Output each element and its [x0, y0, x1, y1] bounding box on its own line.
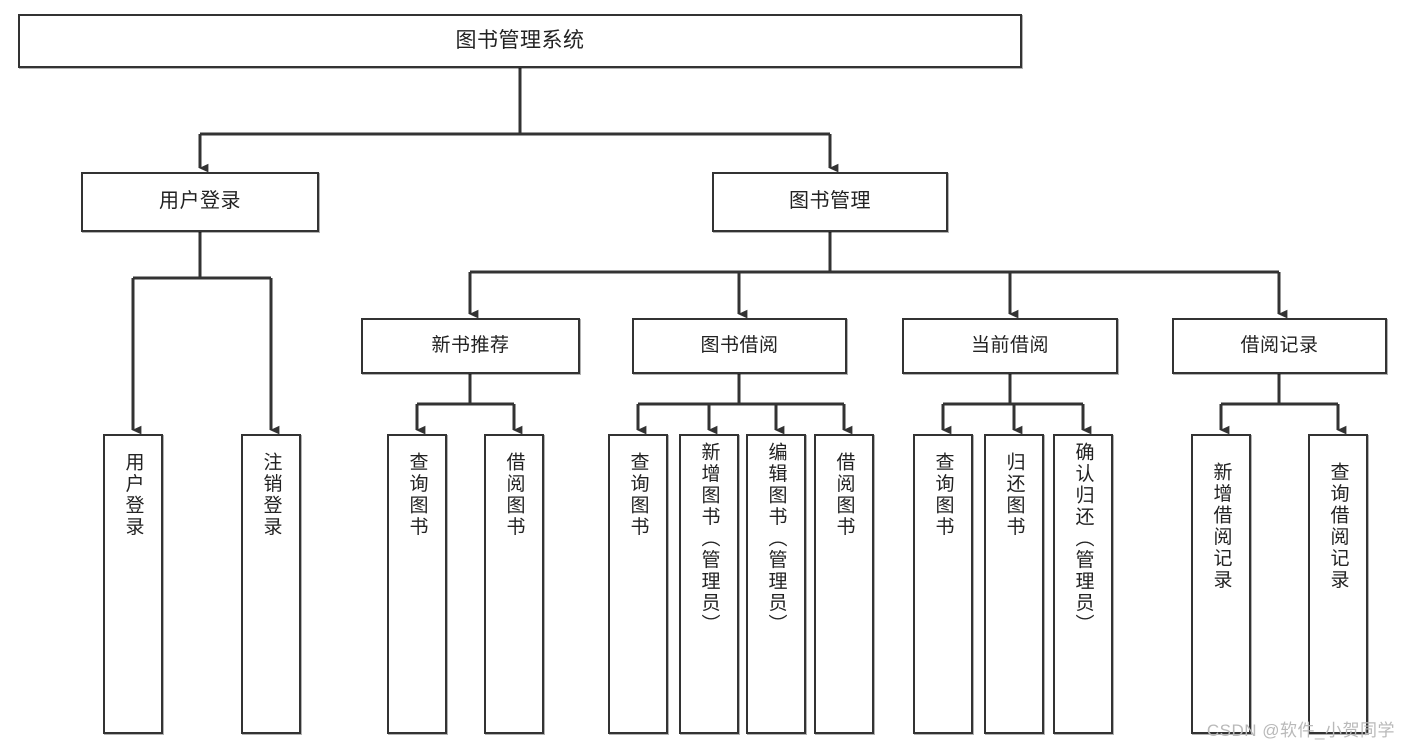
leaf-cur-return-book-label: 归还图书	[1003, 452, 1025, 538]
node-root-label: 图书管理系统	[455, 28, 585, 52]
leaf-borrow-add-book[interactable]: 新增图书（管理员）	[679, 434, 739, 734]
watermark-text: CSDN @软件_小贺同学	[1206, 721, 1395, 740]
leaf-cur-query-book[interactable]: 查询图书	[913, 434, 973, 734]
leaf-user-logout-label: 注销登录	[260, 452, 282, 538]
node-book-management[interactable]: 图书管理	[712, 172, 948, 232]
leaf-borrow-add-book-label: 新增图书（管理员）	[698, 442, 720, 636]
leaf-cur-query-book-label: 查询图书	[932, 452, 954, 538]
leaf-cur-return-book[interactable]: 归还图书	[984, 434, 1044, 734]
leaf-cur-confirm-return[interactable]: 确认归还（管理员）	[1053, 434, 1113, 734]
node-root[interactable]: 图书管理系统	[18, 14, 1022, 68]
leaf-rec-add-record[interactable]: 新增借阅记录	[1191, 434, 1251, 734]
leaf-user-logout[interactable]: 注销登录	[241, 434, 301, 734]
leaf-borrow-borrow-book[interactable]: 借阅图书	[814, 434, 874, 734]
leaf-rec-borrow-book[interactable]: 借阅图书	[484, 434, 544, 734]
node-new-book-recommend[interactable]: 新书推荐	[361, 318, 580, 374]
node-borrow-record[interactable]: 借阅记录	[1172, 318, 1387, 374]
leaf-cur-confirm-return-label: 确认归还（管理员）	[1072, 442, 1094, 636]
node-book-borrow[interactable]: 图书借阅	[632, 318, 847, 374]
node-current-borrow-label: 当前借阅	[970, 334, 1049, 356]
leaf-borrow-edit-book-label: 编辑图书（管理员）	[765, 442, 787, 636]
leaf-rec-query-record-label: 查询借阅记录	[1327, 462, 1349, 591]
leaf-borrow-query-book-label: 查询图书	[627, 452, 649, 538]
leaf-borrow-borrow-book-label: 借阅图书	[833, 452, 855, 538]
node-borrow-record-label: 借阅记录	[1240, 334, 1319, 356]
leaf-rec-query-book[interactable]: 查询图书	[387, 434, 447, 734]
node-user-login-label: 用户登录	[159, 190, 241, 213]
leaf-rec-borrow-book-label: 借阅图书	[503, 452, 525, 538]
node-book-management-label: 图书管理	[789, 190, 871, 213]
node-current-borrow[interactable]: 当前借阅	[902, 318, 1118, 374]
leaf-rec-query-record[interactable]: 查询借阅记录	[1308, 434, 1368, 734]
leaf-borrow-query-book[interactable]: 查询图书	[608, 434, 668, 734]
node-book-borrow-label: 图书借阅	[700, 334, 779, 356]
node-new-book-recommend-label: 新书推荐	[431, 334, 510, 356]
node-user-login[interactable]: 用户登录	[81, 172, 319, 232]
leaf-rec-add-record-label: 新增借阅记录	[1210, 462, 1232, 591]
leaf-borrow-edit-book[interactable]: 编辑图书（管理员）	[746, 434, 806, 734]
leaf-user-login[interactable]: 用户登录	[103, 434, 163, 734]
leaf-user-login-label: 用户登录	[122, 452, 144, 538]
leaf-rec-query-book-label: 查询图书	[406, 452, 428, 538]
